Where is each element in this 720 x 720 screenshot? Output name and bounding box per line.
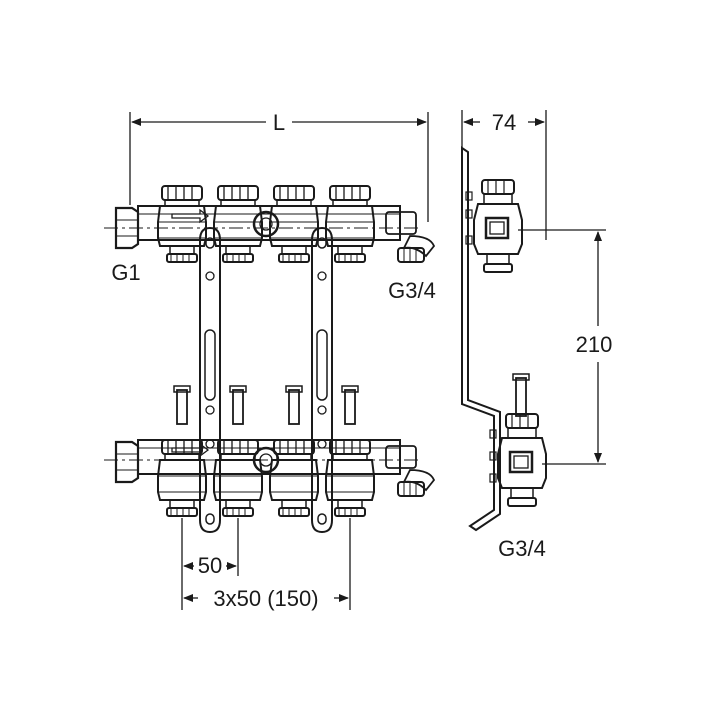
supply-valve-4 [325,185,375,263]
supply-valve-1 [157,185,207,263]
return-valve-2 [213,439,263,517]
dimension-spacing-label: 50 [198,553,222,578]
dimensions [129,110,606,610]
side-bracket [461,146,501,532]
return-stub-4 [341,385,359,425]
supply-manifold [104,205,436,263]
side-return-valve [496,412,548,508]
inlet-thread-label: G1 [111,260,140,285]
dimension-depth-label: 74 [492,110,516,135]
mounting-bracket-left [199,227,221,533]
return-stub-1 [173,385,191,425]
mounting-bracket-right [311,227,333,533]
return-stub-3 [285,385,303,425]
dimension-total-spacing-label: 3x50 (150) [213,586,318,611]
return-stub-2 [229,385,247,425]
return-valve-3 [269,439,319,517]
return-valve-4 [325,439,375,517]
return-manifold [104,439,436,497]
side-view [461,146,548,532]
outlet-thread-label: G3/4 [388,278,436,303]
side-outlet-thread-label: G3/4 [498,536,546,561]
dimension-length-label: L [273,110,285,135]
dimension-height-label: 210 [576,332,613,357]
side-supply-valve [472,178,524,274]
front-view [104,185,436,533]
